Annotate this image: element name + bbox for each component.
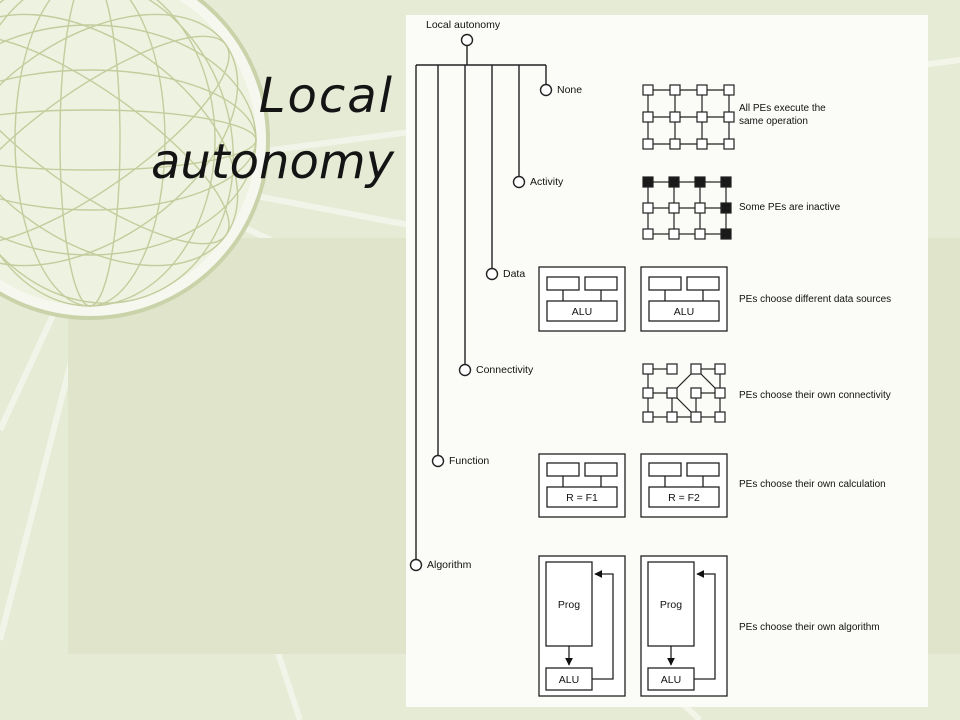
pe-cell bbox=[723, 138, 735, 150]
desc-algorithm: PEs choose their own algorithm bbox=[739, 622, 880, 633]
pe-cell bbox=[669, 111, 681, 123]
pe-cell bbox=[642, 411, 654, 423]
desc-data: PEs choose different data sources bbox=[739, 294, 891, 305]
desc-connectivity: PEs choose their own connectivity bbox=[739, 390, 891, 401]
pe-cell bbox=[696, 111, 708, 123]
pe-cell bbox=[723, 84, 735, 96]
algorithm-alu-label-1: ALU bbox=[559, 674, 579, 686]
level-label-activity: Activity bbox=[530, 176, 564, 188]
node-none bbox=[539, 83, 553, 97]
pe-cell bbox=[669, 138, 681, 150]
pe-cell bbox=[690, 363, 702, 375]
pe-link-rerouted bbox=[676, 373, 692, 389]
pe-cell bbox=[694, 228, 706, 240]
pe-grid-some-inactive bbox=[642, 176, 732, 240]
function-level-boxes bbox=[538, 453, 728, 518]
pe-cell bbox=[690, 387, 702, 399]
pe-link-rerouted bbox=[700, 373, 716, 389]
algorithm-prog-label-1: Prog bbox=[558, 599, 580, 611]
root-label: Local autonomy bbox=[426, 19, 501, 31]
node-activity bbox=[512, 175, 526, 189]
node-data bbox=[485, 267, 499, 281]
pe-cell bbox=[642, 138, 654, 150]
desc-activity: Some PEs are inactive bbox=[739, 202, 841, 213]
level-label-function: Function bbox=[449, 455, 489, 467]
desc-none-line-1: All PEs execute the bbox=[739, 103, 826, 114]
level-label-connectivity: Connectivity bbox=[476, 364, 534, 376]
pe-cell bbox=[642, 363, 654, 375]
pe-cell bbox=[714, 411, 726, 423]
pe-cell bbox=[714, 363, 726, 375]
node-algorithm bbox=[409, 558, 423, 572]
pe-cell bbox=[666, 363, 678, 375]
pe-cell bbox=[714, 387, 726, 399]
pe-inactive bbox=[694, 176, 706, 188]
autonomy-tree: Local autonomy None Activity Data Connec… bbox=[409, 19, 582, 572]
pe-link-rerouted bbox=[676, 397, 692, 413]
pe-cell bbox=[668, 202, 680, 214]
function-label-f1: R = F1 bbox=[566, 492, 598, 504]
pe-cell bbox=[696, 84, 708, 96]
pe-cell bbox=[690, 411, 702, 423]
level-label-algorithm: Algorithm bbox=[427, 559, 472, 571]
pe-grid-all-same bbox=[642, 84, 735, 150]
pe-cell bbox=[668, 228, 680, 240]
desc-function: PEs choose their own calculation bbox=[739, 479, 886, 490]
pe-cell bbox=[642, 202, 654, 214]
pe-inactive bbox=[720, 228, 732, 240]
pe-inactive bbox=[668, 176, 680, 188]
globe-decoration bbox=[0, 0, 270, 320]
algorithm-level-boxes bbox=[538, 555, 728, 697]
node-function bbox=[431, 454, 445, 468]
root-node bbox=[460, 33, 474, 47]
data-level-boxes bbox=[538, 266, 728, 332]
pe-inactive bbox=[642, 176, 654, 188]
pe-cell bbox=[642, 111, 654, 123]
algorithm-alu-label-2: ALU bbox=[661, 674, 681, 686]
pe-cell bbox=[694, 202, 706, 214]
data-alu-label-2: ALU bbox=[674, 306, 694, 318]
pe-cell bbox=[666, 411, 678, 423]
pe-cell bbox=[696, 138, 708, 150]
pe-cell bbox=[669, 84, 681, 96]
pe-inactive bbox=[720, 202, 732, 214]
slide-title-line-2: autonomy bbox=[151, 134, 394, 190]
pe-cell bbox=[642, 84, 654, 96]
pe-cell bbox=[666, 387, 678, 399]
slide-title-line-1: Local bbox=[258, 68, 394, 124]
algorithm-prog-label-2: Prog bbox=[660, 599, 682, 611]
node-connectivity bbox=[458, 363, 472, 377]
level-label-data: Data bbox=[503, 268, 525, 280]
data-alu-label-1: ALU bbox=[572, 306, 592, 318]
pe-cell bbox=[642, 228, 654, 240]
function-label-f2: R = F2 bbox=[668, 492, 700, 504]
pe-grid-own-connectivity bbox=[642, 363, 726, 423]
pe-inactive bbox=[720, 176, 732, 188]
desc-none-line-2: same operation bbox=[739, 116, 808, 127]
level-label-none: None bbox=[557, 84, 582, 96]
pe-cell bbox=[642, 387, 654, 399]
pe-cell bbox=[723, 111, 735, 123]
